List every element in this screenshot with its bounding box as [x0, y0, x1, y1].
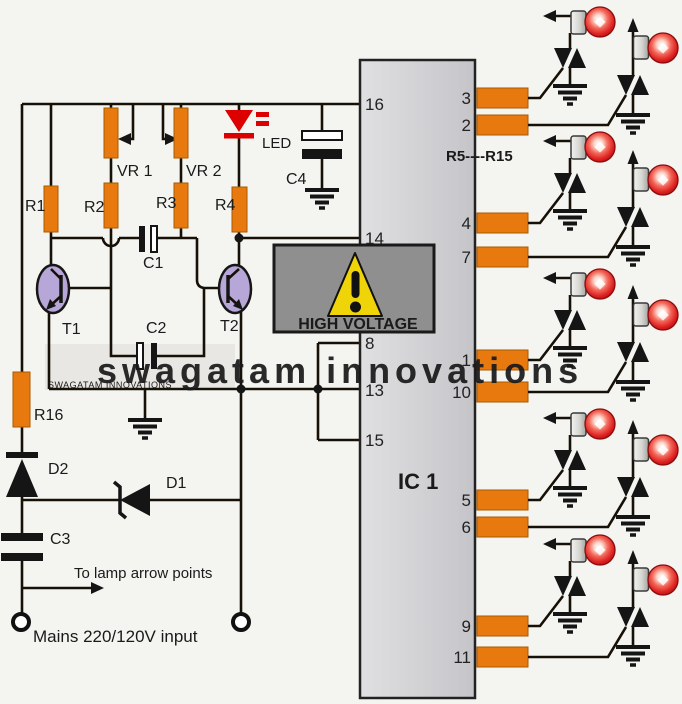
label-c3: C3 [50, 531, 71, 548]
label-d1: D1 [166, 475, 187, 492]
diode-d1-icon [112, 480, 150, 520]
pin-label-13: 13 [365, 381, 384, 400]
pin-label-10: 10 [452, 383, 471, 402]
label-c2: C2 [146, 320, 167, 337]
label-r2: R2 [84, 199, 105, 216]
warning-label: HIGH VOLTAGE [298, 316, 418, 333]
ic-label: IC 1 [398, 469, 438, 494]
oscillator-ground-icon [126, 418, 164, 440]
potentiometer-vr2 [173, 107, 189, 159]
ic-pin-labels-right: 3 2 4 7 1 10 5 6 9 11 [452, 89, 471, 667]
lamp-channel-pin9 [528, 535, 615, 632]
resistor-pin9 [476, 615, 529, 637]
potentiometer-vr1 [103, 107, 119, 159]
label-r16: R16 [34, 407, 63, 424]
vr2-wiper-arrow-icon [161, 104, 178, 145]
pin-label-3: 3 [462, 89, 471, 108]
led-icon [224, 110, 269, 139]
pin-label-5: 5 [462, 491, 471, 510]
label-led: LED [262, 135, 291, 152]
resistor-pin4 [476, 212, 529, 234]
watermark-small: SWAGATAM INNOVATIONS [48, 380, 172, 390]
label-vr2: VR 2 [186, 163, 222, 180]
resistor-r1 [43, 185, 59, 233]
pin-label-14: 14 [365, 229, 384, 248]
vr1-wiper-arrow-icon [118, 104, 135, 145]
transistor-t1 [35, 263, 71, 315]
component-labels: R1 R2 R3 R4 VR 1 VR 2 C1 C2 C3 C4 LED T1… [25, 135, 307, 548]
mains-terminal-right [231, 612, 251, 632]
resistors-left [12, 107, 248, 428]
pin-label-2: 2 [462, 116, 471, 135]
watermark-large: swagatam innovations [97, 350, 583, 391]
label-r3: R3 [156, 195, 177, 212]
ic-pin-labels-left: 16 14 8 13 15 [365, 95, 384, 450]
label-c1: C1 [143, 255, 164, 272]
lamp-channel-pin3 [528, 7, 615, 104]
label-d2: D2 [48, 461, 69, 478]
resistor-pin2 [476, 114, 529, 136]
transistor-t2 [217, 263, 253, 315]
pin-label-11: 11 [453, 648, 471, 667]
label-r4: R4 [215, 197, 236, 214]
mains-terminal-left [11, 612, 31, 632]
label-r1: R1 [25, 198, 46, 215]
pin-label-6: 6 [462, 518, 471, 537]
pin-label-4: 4 [462, 214, 471, 233]
oscillator-wires [20, 102, 360, 614]
pin-label-9: 9 [462, 617, 471, 636]
lamp-triac-channels [528, 7, 678, 665]
diode-d2-icon [6, 452, 38, 497]
resistor-r3 [173, 182, 189, 229]
lamp-channel-pin5 [528, 409, 615, 506]
resistor-r2 [103, 182, 119, 229]
capacitor-c4 [301, 130, 343, 159]
c4-ground-icon [303, 188, 341, 210]
resistor-pin7 [476, 246, 529, 268]
label-t1: T1 [62, 321, 81, 338]
lamp-arrow-note: To lamp arrow points [74, 565, 212, 582]
junction-dots [234, 233, 323, 394]
resistor-r16 [12, 371, 31, 428]
label-t2: T2 [220, 318, 239, 335]
lamp-channel-pin11 [528, 550, 678, 665]
label-vr1: VR 1 [117, 163, 153, 180]
capacitor-c1 [139, 225, 158, 253]
resistor-range-label: R5----R15 [446, 148, 513, 165]
high-voltage-warning: HIGH VOLTAGE [272, 243, 436, 334]
pin-label-15: 15 [365, 431, 384, 450]
pin-label-16: 16 [365, 95, 384, 114]
label-c4: C4 [286, 171, 307, 188]
mains-label: Mains 220/120V input [33, 627, 198, 646]
lamp-feed-arrow-icon [91, 582, 104, 594]
pin-label-7: 7 [462, 248, 471, 267]
pin-label-1: 1 [462, 351, 471, 370]
resistor-r4 [231, 186, 248, 233]
resistor-pin5 [476, 489, 529, 511]
capacitor-c2 [136, 342, 157, 370]
resistor-pin3 [476, 87, 529, 109]
capacitor-c3 [1, 533, 43, 561]
lamp-channel-pin4 [528, 132, 615, 229]
ic-body [358, 58, 477, 700]
resistor-pin6 [476, 516, 529, 538]
resistor-pin11 [476, 646, 529, 668]
pin-label-8: 8 [365, 334, 374, 353]
